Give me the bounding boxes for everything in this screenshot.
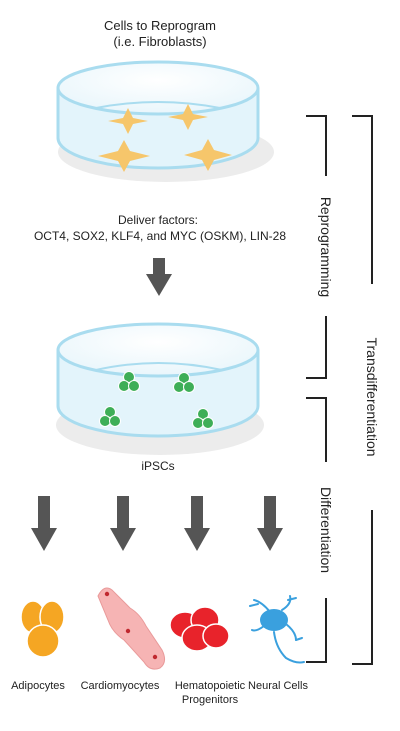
fibroblast-cell [184, 139, 232, 171]
ipsc-colony [118, 371, 140, 392]
fibroblast-cell [168, 104, 208, 130]
label-hematopoietic-line2: Progenitors [182, 694, 239, 706]
ipsc-colony [192, 408, 214, 429]
cardiomyocyte-icon [97, 587, 166, 670]
differentiation-label: Differentiation [318, 487, 334, 573]
reprogramming-label: Reprogramming [318, 197, 334, 297]
ipsc-colony [173, 372, 195, 393]
ipsc-label: iPSCs [141, 459, 174, 473]
label-hematopoietic-line1: Hematopoietic [175, 680, 246, 692]
reprogramming-bracket [306, 115, 327, 379]
factors-line1: Deliver factors: [118, 213, 198, 227]
ipsc-petri-dish [56, 322, 264, 455]
differentiation-arrows [31, 496, 283, 551]
transdifferentiation-label: Transdifferentiation [364, 337, 380, 456]
arrow-down-icon [31, 496, 57, 551]
arrow-down-icon [110, 496, 136, 551]
factors-line2: OCT4, SOX2, KLF4, and MYC (OSKM), LIN-28 [34, 229, 286, 243]
top-dish-title-line1: Cells to Reprogram [104, 18, 216, 33]
differentiation-bracket [306, 397, 327, 663]
arrow-down-icon [146, 258, 172, 296]
fibroblast-cell [108, 108, 148, 134]
transdifferentiation-bracket [352, 115, 373, 665]
label-adipocytes: Adipocytes [11, 680, 65, 692]
ipsc-colonies [99, 371, 214, 429]
label-cardiomyocytes: Cardiomyocytes [81, 680, 160, 692]
fibroblast-cell [98, 140, 150, 172]
ipsc-colony [99, 406, 121, 427]
adipocyte-icon [20, 600, 65, 658]
neuron-icon [249, 595, 305, 664]
label-neural-cells: Neural Cells [248, 680, 308, 692]
blood-cell-icon [169, 606, 230, 652]
fibroblast-cells [98, 104, 232, 172]
arrow-down-icon [184, 496, 210, 551]
arrow-down-icon [257, 496, 283, 551]
top-dish-title-line2: (i.e. Fibroblasts) [113, 34, 206, 49]
top-petri-dish [56, 60, 274, 182]
